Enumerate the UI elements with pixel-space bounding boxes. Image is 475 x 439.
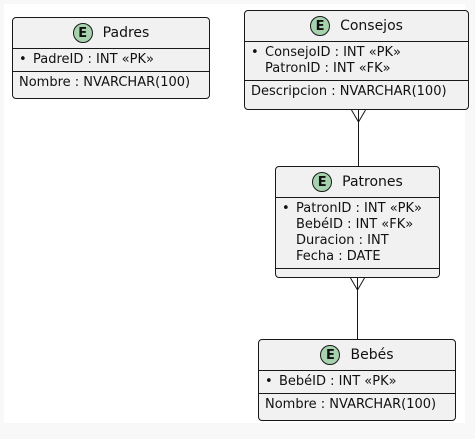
attribute-text: PatronID : INT «PK» [296, 201, 422, 216]
entity-keys: • BebéID : INT «PK» [259, 371, 455, 394]
attribute-row: • PadreID : INT «PK» [19, 52, 203, 68]
entity-keys: • PatronID : INT «PK» BebéID : INT «FK» … [276, 198, 439, 269]
attribute-row: • BebéID : INT «PK» [265, 374, 449, 390]
key-marker: • [282, 201, 290, 216]
entity-title: Patrones [342, 174, 403, 190]
attribute-text: BebéID : INT «PK» [279, 374, 397, 389]
entity-fields: Nombre : NVARCHAR(100) [13, 72, 209, 94]
entity-title: Consejos [340, 18, 403, 34]
attribute-row: Nombre : NVARCHAR(100) [19, 75, 203, 91]
key-marker: • [19, 52, 27, 67]
entity-consejos[interactable]: E Consejos • ConsejoID : INT «PK» Patron… [244, 10, 469, 110]
entity-header: E Padres [13, 18, 209, 49]
attribute-text: Descripcion : NVARCHAR(100) [251, 84, 447, 99]
entity-header: E Consejos [245, 11, 468, 42]
attribute-text: PatronID : INT «FK» [265, 61, 391, 76]
attribute-text: PadreID : INT «PK» [33, 52, 154, 67]
entity-badge-icon: E [320, 345, 341, 365]
entity-fields: Nombre : NVARCHAR(100) [259, 394, 455, 416]
entity-padres[interactable]: E Padres • PadreID : INT «PK» Nombre : N… [12, 17, 210, 99]
entity-badge-icon: E [310, 16, 331, 36]
attribute-text: Nombre : NVARCHAR(100) [265, 397, 437, 412]
entity-fields [276, 269, 439, 271]
attribute-text: BebéID : INT «FK» [296, 217, 414, 232]
attribute-row: Descripcion : NVARCHAR(100) [251, 84, 462, 100]
entity-header: E Patrones [276, 167, 439, 198]
attribute-row: Nombre : NVARCHAR(100) [265, 397, 449, 413]
entity-title: Padres [102, 25, 150, 41]
entity-title: Bebés [350, 347, 394, 363]
crowfoot-many-icon [351, 109, 366, 123]
crowfoot-many-icon [350, 277, 365, 291]
key-marker: • [265, 374, 273, 389]
attribute-row: • ConsejoID : INT «PK» [251, 45, 462, 61]
entity-patrones[interactable]: E Patrones • PatronID : INT «PK» BebéID … [275, 166, 440, 278]
relationship-lines [350, 109, 366, 339]
attribute-text: ConsejoID : INT «PK» [265, 45, 401, 60]
entity-badge-icon: E [312, 172, 333, 192]
entity-bebes[interactable]: E Bebés • BebéID : INT «PK» Nombre : NVA… [258, 339, 456, 421]
relation-consejos-patrones [351, 109, 366, 166]
attribute-row: BebéID : INT «FK» [282, 217, 433, 233]
attribute-text: Fecha : DATE [296, 249, 381, 264]
attribute-row: PatronID : INT «FK» [251, 61, 462, 77]
key-marker: • [251, 45, 259, 60]
entity-header: E Bebés [259, 340, 455, 371]
relation-patrones-bebes [350, 277, 365, 339]
entity-keys: • ConsejoID : INT «PK» PatronID : INT «F… [245, 42, 468, 81]
entity-keys: • PadreID : INT «PK» [13, 49, 209, 72]
diagram-canvas: E Padres • PadreID : INT «PK» Nombre : N… [4, 4, 469, 423]
entity-badge-icon: E [72, 23, 93, 43]
attribute-row: Duracion : INT [282, 233, 433, 249]
attribute-text: Nombre : NVARCHAR(100) [19, 75, 191, 90]
attribute-row: Fecha : DATE [282, 249, 433, 265]
entity-fields: Descripcion : NVARCHAR(100) [245, 81, 468, 103]
attribute-text: Duracion : INT [296, 233, 389, 248]
attribute-row: • PatronID : INT «PK» [282, 201, 433, 217]
